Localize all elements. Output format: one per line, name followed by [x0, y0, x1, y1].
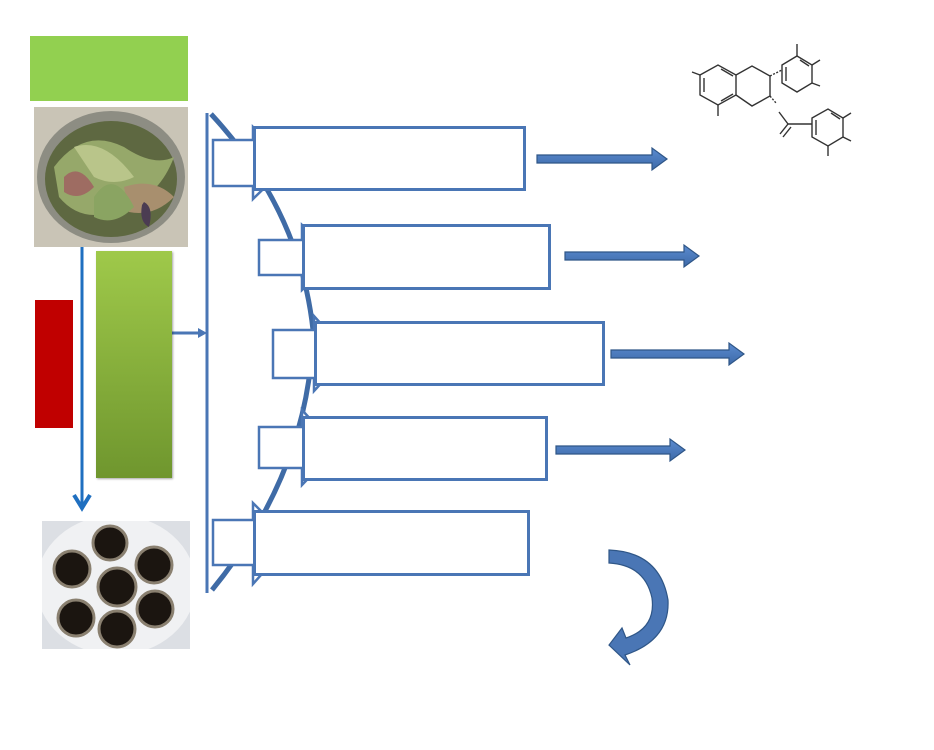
antioxidant-box[interactable]	[314, 321, 605, 386]
ftir-box[interactable]	[253, 510, 530, 576]
cytotoxic-box[interactable]	[302, 416, 548, 481]
tea-leaves-photo	[34, 107, 188, 247]
cultivar-header	[30, 36, 188, 101]
extraction-label	[35, 300, 73, 428]
cultivar-list	[96, 251, 172, 478]
list-to-bracket-arrow	[172, 328, 207, 338]
phenolic-box[interactable]	[302, 224, 551, 290]
tea-extracts-photo	[42, 521, 190, 649]
hplc-box[interactable]	[253, 126, 526, 191]
extraction-arrow	[72, 245, 92, 512]
